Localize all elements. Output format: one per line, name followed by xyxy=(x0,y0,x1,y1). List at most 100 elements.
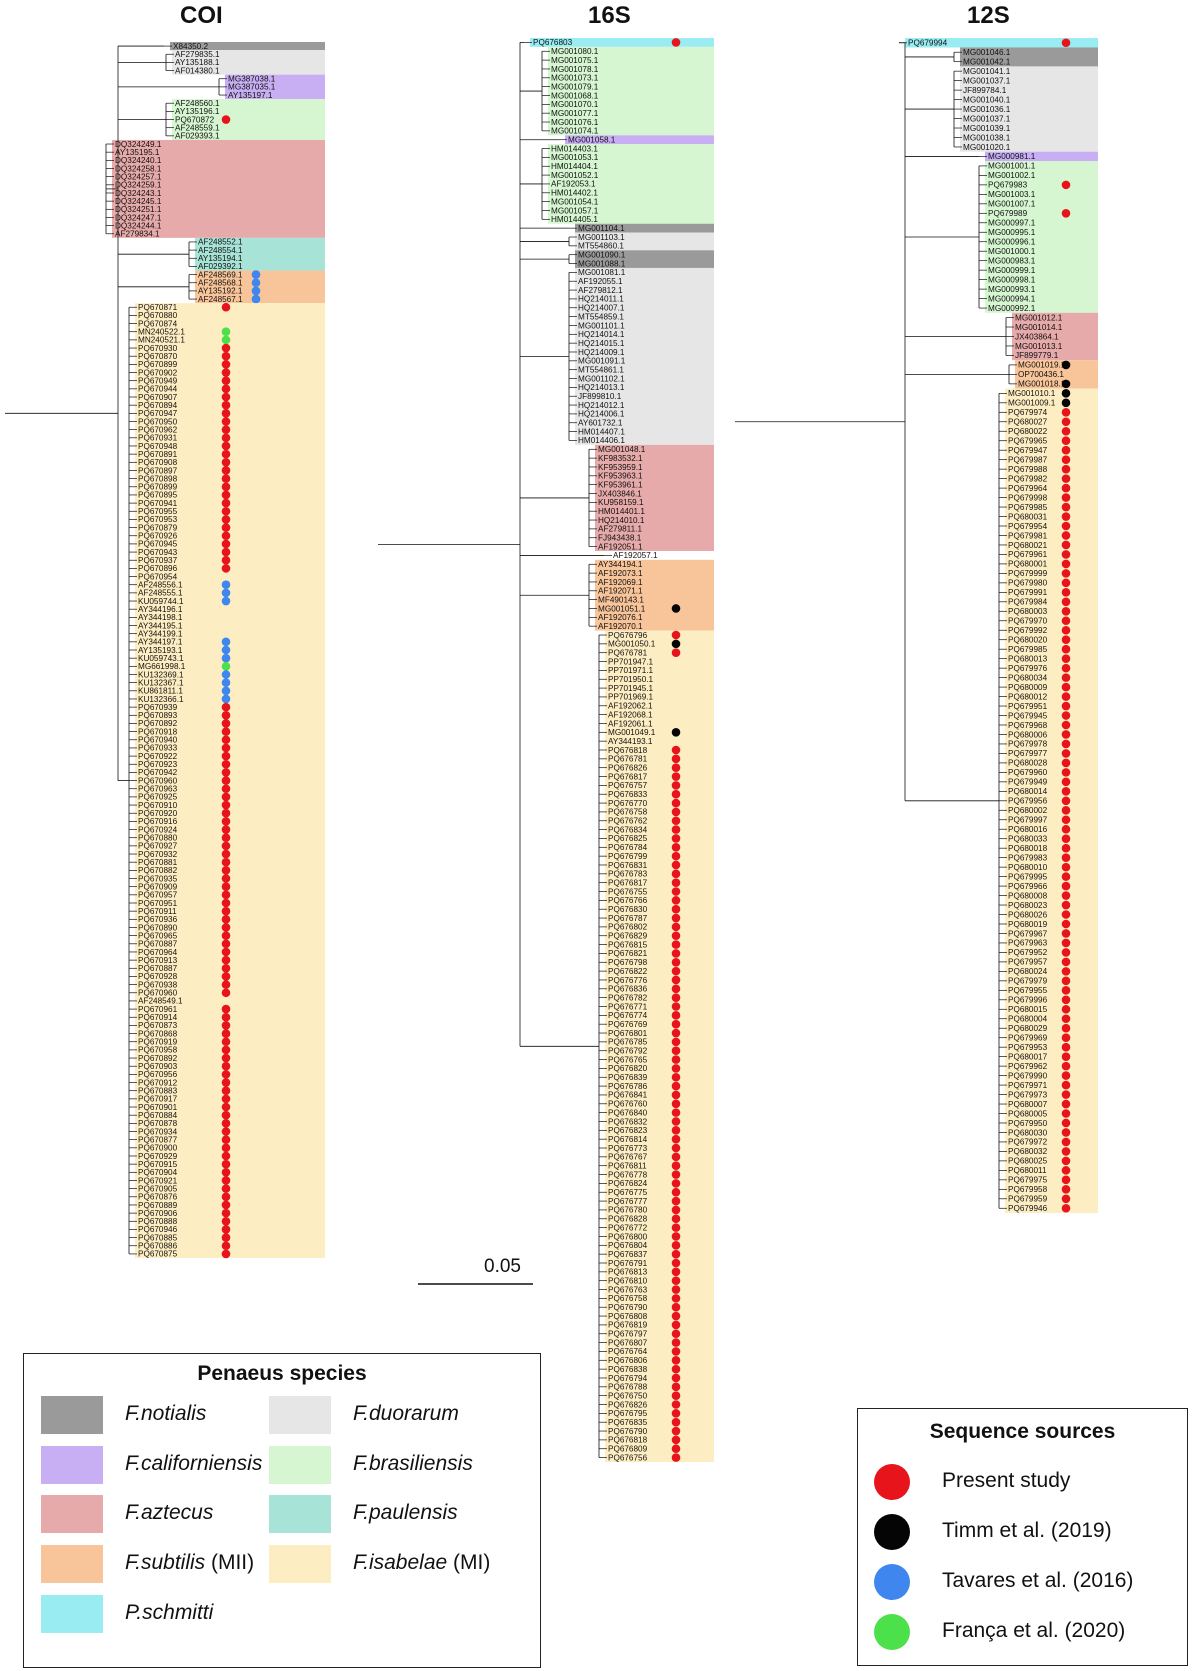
taxon-label: MG001101.1 xyxy=(578,321,625,330)
taxon-label: MN240522.1 xyxy=(138,328,185,337)
source-name: Tavares et al. (2016) xyxy=(942,1569,1134,1592)
taxon-label: PQ676755 xyxy=(608,887,648,896)
taxon-label: PQ676817 xyxy=(608,878,648,887)
source-dot xyxy=(671,1187,681,1197)
taxon-label: PQ679994 xyxy=(908,39,948,48)
species-swatch xyxy=(269,1495,331,1533)
taxon-label: PQ670963 xyxy=(138,785,178,794)
taxon-label: PQ676796 xyxy=(608,631,648,640)
taxon-label: MG001053.1 xyxy=(551,153,599,162)
source-dot xyxy=(1061,1175,1071,1185)
clade-box-16s-f-californiensis xyxy=(565,135,714,145)
taxon-label: PQ670899 xyxy=(138,483,178,492)
source-dot xyxy=(221,466,231,475)
taxon-label: PQ676794 xyxy=(608,1374,648,1383)
taxon-label: MG000993.1 xyxy=(988,285,1036,294)
source-dot xyxy=(221,1061,231,1071)
taxon-label: PQ679972 xyxy=(1008,1138,1048,1147)
taxon-label: PQ670887 xyxy=(138,940,178,949)
taxon-label: MG000995.1 xyxy=(988,228,1036,237)
source-dot xyxy=(221,931,231,940)
taxon-label: PQ679976 xyxy=(1008,664,1048,673)
taxon-label: PQ676786 xyxy=(608,1082,648,1091)
source-dot xyxy=(1061,673,1071,682)
taxon-label: HM014406.1 xyxy=(578,436,625,445)
clade-box-16s-f-brasiliensis xyxy=(548,46,714,136)
source-dot xyxy=(671,1373,681,1383)
taxon-label: AY344196.1 xyxy=(138,605,183,614)
species-name: F.subtilis (MII) xyxy=(125,1551,255,1574)
taxon-label: DQ324259.1 xyxy=(115,181,162,190)
taxon-label: DQ324247.1 xyxy=(115,213,162,222)
source-dot xyxy=(251,294,261,304)
taxon-label: AY135197.1 xyxy=(228,91,273,100)
source-dot xyxy=(671,1196,681,1206)
taxon-label: PQ680031 xyxy=(1008,512,1048,521)
taxon-label: PQ676783 xyxy=(608,870,648,879)
taxon-label: AY344199.1 xyxy=(138,629,183,638)
taxon-label: AF029393.1 xyxy=(175,132,220,141)
taxon-label: MG001038.1 xyxy=(963,133,1011,142)
taxon-label: PQ676818 xyxy=(608,746,648,755)
source-dot xyxy=(221,972,231,981)
taxon-label: PQ679953 xyxy=(1008,1043,1048,1052)
source-dot xyxy=(1061,682,1071,692)
taxon-label: PQ670893 xyxy=(138,711,178,720)
tree-16s: PQ676803MG001080.1MG001075.1MG001078.1MG… xyxy=(378,38,714,1462)
taxon-label: PQ676766 xyxy=(608,896,648,905)
taxon-label: PQ680008 xyxy=(1008,891,1048,900)
taxon-label: PQ670949 xyxy=(138,376,178,385)
source-dot xyxy=(221,678,231,687)
taxon-label: DQ324240.1 xyxy=(115,156,162,165)
taxon-label: PQ670925 xyxy=(138,793,178,802)
source-dot xyxy=(671,1134,681,1144)
species-swatch xyxy=(41,1446,103,1484)
taxon-label: PQ679977 xyxy=(1008,749,1048,758)
source-dot xyxy=(671,1320,681,1330)
species-swatch xyxy=(269,1396,331,1434)
taxon-label: PQ670871 xyxy=(138,303,178,312)
taxon-label: PQ680021 xyxy=(1008,541,1048,550)
taxon-label: PQ676785 xyxy=(608,1038,648,1047)
source-dot xyxy=(671,816,681,826)
taxon-label: PQ679963 xyxy=(1008,939,1048,948)
taxon-label: PQ670941 xyxy=(138,499,178,508)
source-dot xyxy=(671,781,681,790)
tree-12s: PQ679994MG001046.1MG001042.1MG001041.1MG… xyxy=(735,38,1098,1213)
taxon-label: MG000998.1 xyxy=(988,275,1036,284)
taxon-label: AY135196.1 xyxy=(175,107,220,116)
source-dot xyxy=(221,335,231,345)
source-dot xyxy=(671,1002,681,1011)
taxon-label: PQ676799 xyxy=(608,852,648,861)
taxon-label: PQ680019 xyxy=(1008,920,1048,929)
source-dot xyxy=(221,1045,231,1055)
taxon-label: AF192061.1 xyxy=(608,719,653,728)
taxon-label: AF029392.1 xyxy=(198,262,243,271)
source-dot xyxy=(221,441,231,451)
taxon-label: PQ676781 xyxy=(608,649,648,658)
taxon-label: PQ670879 xyxy=(138,523,178,532)
source-dot xyxy=(1061,1033,1071,1042)
taxon-label: PQ676801 xyxy=(608,1029,648,1038)
source-dot xyxy=(671,1355,681,1365)
taxon-label: AY344193.1 xyxy=(608,737,653,746)
taxon-label: PQ670944 xyxy=(138,385,178,394)
taxon-label: MG000996.1 xyxy=(988,238,1036,247)
taxon-label: HM014404.1 xyxy=(551,162,598,171)
source-dot xyxy=(1061,872,1071,881)
taxon-label: PQ676832 xyxy=(608,1117,648,1126)
taxon-label: PQ670895 xyxy=(138,491,178,500)
source-dot xyxy=(671,1143,681,1153)
taxon-label: AF248555.1 xyxy=(138,589,183,598)
source-dot xyxy=(1061,1004,1071,1014)
taxon-label: PQ670878 xyxy=(138,1119,178,1128)
source-dot xyxy=(671,975,681,985)
source-dot xyxy=(1061,739,1071,749)
source-dot xyxy=(221,523,231,532)
species-swatch xyxy=(269,1446,331,1484)
source-dot xyxy=(1061,910,1071,919)
taxon-label: AF014380.1 xyxy=(175,66,220,75)
taxon-label: PQ676837 xyxy=(608,1250,648,1259)
source-dot xyxy=(1061,1109,1071,1118)
taxon-label: AY344197.1 xyxy=(138,638,183,647)
